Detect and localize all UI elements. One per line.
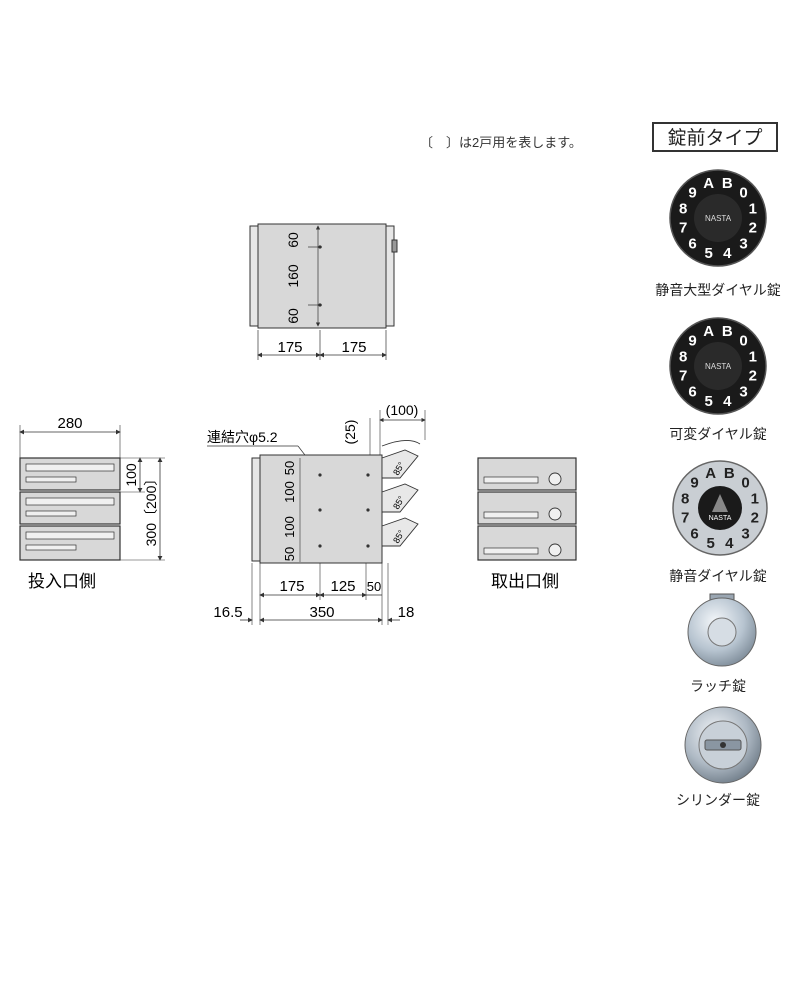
back-view: 取出口側 xyxy=(477,457,577,591)
top-vdim-2: 160 xyxy=(285,264,301,288)
dial-character: 2 xyxy=(749,219,757,236)
dial-character: 8 xyxy=(679,201,687,218)
side-hdim-50: 50 xyxy=(367,579,381,594)
dial-character: 2 xyxy=(751,509,759,526)
dial-character: B xyxy=(722,175,733,192)
side-dim-100: (100) xyxy=(386,402,419,418)
dial-character: 7 xyxy=(681,509,689,526)
dial-character: 3 xyxy=(741,526,749,543)
dial-character: 6 xyxy=(688,384,696,401)
lock-label-variable-dial: 可変ダイヤル錠 xyxy=(669,426,767,442)
dial-character: 8 xyxy=(681,491,689,508)
front-width-dim: 280 xyxy=(57,415,82,432)
hole-label: 連結穴φ5.2 xyxy=(207,429,278,445)
dial-character: 7 xyxy=(679,219,687,236)
dial-character: 4 xyxy=(723,393,732,410)
dial-character: 1 xyxy=(749,201,757,218)
svg-text:NASTA: NASTA xyxy=(709,515,732,522)
dial-character: 5 xyxy=(705,245,713,262)
dial-character: 2 xyxy=(749,367,757,384)
cylinder-lock-icon xyxy=(684,706,762,784)
top-dim-right: 175 xyxy=(341,339,366,356)
front-caption: 投入口側 xyxy=(28,572,96,591)
top-vdim-1: 60 xyxy=(285,232,301,248)
side-right-offset: 18 xyxy=(398,604,415,621)
dial-character: 4 xyxy=(723,245,732,262)
dial-character: 0 xyxy=(739,333,747,350)
side-view: 連結穴φ5.2 (100) (25) 85° 85° 85° 50 100 10… xyxy=(207,402,426,625)
dial-character: 9 xyxy=(688,333,696,350)
dial-character: 1 xyxy=(749,349,757,366)
dial-character: 0 xyxy=(739,185,747,202)
front-dim-total: 300〔200〕 xyxy=(143,472,159,547)
side-vdim-3: 100 xyxy=(282,516,297,538)
lock-label-cylinder: シリンダー錠 xyxy=(676,792,760,808)
side-hdim-125: 125 xyxy=(330,578,355,595)
front-dim-100: 100 xyxy=(123,463,139,487)
svg-text:NASTA: NASTA xyxy=(705,362,732,371)
dial-character: B xyxy=(722,323,733,340)
dial-character: 9 xyxy=(690,475,698,492)
dial-character: 9 xyxy=(688,185,696,202)
dial-character: 5 xyxy=(707,535,715,552)
side-hdim-175: 175 xyxy=(279,578,304,595)
dial-character: 6 xyxy=(688,236,696,253)
top-vdim-3: 60 xyxy=(285,308,301,324)
lock-label-latch: ラッチ錠 xyxy=(690,678,746,694)
top-view: 175 175 60 160 60 xyxy=(249,223,398,360)
side-vdim-2: 100 xyxy=(282,481,297,503)
technical-drawing: 175 175 60 160 60 280 100 300〔200〕 投入口側 … xyxy=(19,223,577,625)
dial-character: 3 xyxy=(739,384,747,401)
dial-character: A xyxy=(703,175,714,192)
dial-character: B xyxy=(724,465,735,482)
notation-note: 〔 〕は2戸用を表します。 xyxy=(420,135,582,150)
side-vdim-4: 50 xyxy=(282,547,297,561)
lock-types-title: 錠前タイプ xyxy=(652,122,778,152)
side-vdim-1: 50 xyxy=(282,461,297,475)
side-left-offset: 16.5 xyxy=(213,604,242,621)
top-dim-left: 175 xyxy=(277,339,302,356)
lock-label-silent-dial: 静音ダイヤル錠 xyxy=(669,568,767,584)
svg-text:NASTA: NASTA xyxy=(705,214,732,223)
latch-lock-icon xyxy=(687,593,757,667)
dial-character: 6 xyxy=(690,526,698,543)
side-dim-25: (25) xyxy=(342,420,358,445)
dial-character: A xyxy=(703,323,714,340)
dial-character: 7 xyxy=(679,367,687,384)
dial-character: A xyxy=(705,465,716,482)
dial-character: 4 xyxy=(725,535,734,552)
front-view: 280 100 300〔200〕 投入口側 xyxy=(19,415,165,591)
dial-character: 0 xyxy=(741,475,749,492)
lock-label-large-dial: 静音大型ダイヤル錠 xyxy=(655,282,781,298)
dial-character: 1 xyxy=(751,491,759,508)
back-caption: 取出口側 xyxy=(491,572,559,591)
dial-character: 3 xyxy=(739,236,747,253)
dial-character: 5 xyxy=(705,393,713,410)
side-total-width: 350 xyxy=(309,604,334,621)
dial-character: 8 xyxy=(679,349,687,366)
